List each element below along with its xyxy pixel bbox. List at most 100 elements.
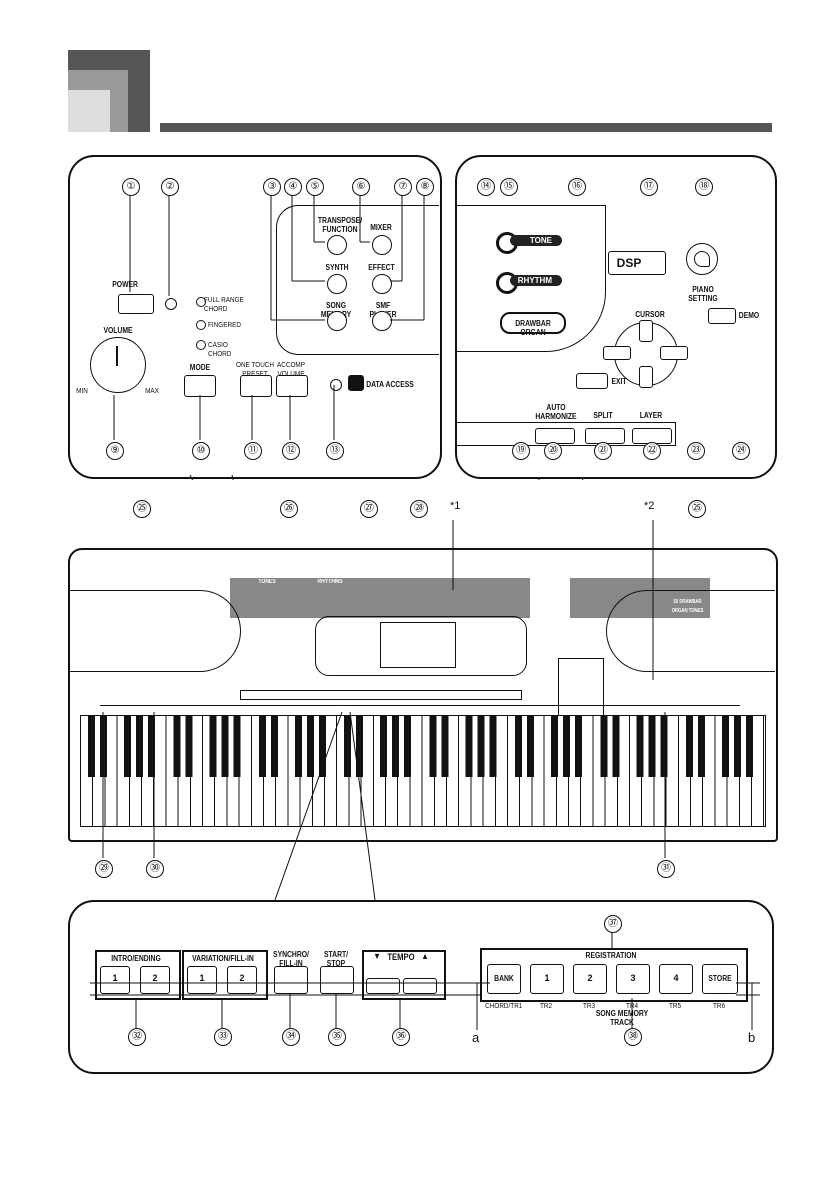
accomp-volume-label: ACCOMP VOLUME [277,360,305,378]
power-button[interactable] [118,294,154,314]
keyboard-body: TONES RHYTHMS 50 DRAWBAR ORGAN TONES [68,548,778,842]
registration-2-button[interactable]: 2 [573,964,607,994]
cursor-down-button[interactable] [639,366,653,388]
cursor-up-button[interactable] [639,320,653,342]
registration-1-label: 1 [544,973,550,983]
power-label: POWER [112,280,138,289]
accomp-volume-button[interactable] [276,375,308,397]
bottom-callout-lines [90,932,760,1030]
tempo-up-button[interactable] [403,978,437,994]
note-star-2: *2 [644,500,655,512]
registration-strip [457,422,676,446]
header-rule [160,123,772,132]
tempo-group [362,950,446,1000]
callout-30: ㉚ [146,860,164,878]
callout-33: ㉝ [214,1028,232,1046]
song-memory-button[interactable] [327,311,347,331]
tone-list-strip [230,578,530,618]
dsp-label: DSP [616,256,642,270]
cursor-left-button[interactable] [603,346,631,360]
variation-fillin-2-button[interactable]: 2 [227,966,257,994]
callout-18: ⑱ [695,178,713,196]
registration-4-label: 4 [673,973,679,983]
track-label-5: TR5 [668,1001,682,1010]
store-button[interactable]: STORE [702,964,738,994]
callout-24: ㉔ [732,442,750,460]
callout-22: ㉒ [643,442,661,460]
full-range-chord-label: FULL RANGE CHORD [204,295,244,313]
callout-12: ⑫ [282,442,300,460]
variation-fillin-1-button[interactable]: 1 [187,966,217,994]
effect-button[interactable] [372,274,392,294]
variation-fillin-2-label: 2 [239,973,245,983]
callout-1: ① [122,178,140,196]
callout-16: ⑯ [568,178,586,196]
drawbar-organ-button[interactable]: DRAWBAR ORGAN [500,312,566,337]
synchro-fillin-next-button[interactable] [274,966,308,994]
callout-21: ㉑ [594,442,612,460]
one-touch-preset-button[interactable] [240,375,272,397]
mixer-button[interactable] [372,235,392,255]
callout-11: ⑪ [244,442,262,460]
card-icon [348,375,364,391]
casio-chord-label: CASIO CHORD [208,340,232,358]
callout-35: ㉟ [328,1028,346,1046]
casio-chord-indicator [196,340,206,350]
callout-25-right: ㉕ [688,500,706,518]
data-access-label: DATA ACCESS [366,380,414,389]
tempo-down-button[interactable] [366,978,400,994]
registration-2-label: 2 [587,973,593,983]
transpose-function-button[interactable] [327,235,347,255]
registration-4-button[interactable]: 4 [659,964,693,994]
fingered-label: FINGERED [208,320,241,329]
callout-7: ⑦ [394,178,412,196]
exit-button[interactable] [576,373,608,389]
variation-fillin-group [182,950,268,1000]
callout-9: ⑨ [106,442,124,460]
callout-13: ⑬ [326,442,344,460]
cursor-right-button[interactable] [660,346,688,360]
exit-label: EXIT [611,377,627,386]
callout-5: ⑤ [306,178,324,196]
left-panel-detail: POWER FULL RANGE CHORD FINGERED CASIO CH… [68,155,442,479]
registration-1-button[interactable]: 1 [530,964,564,994]
intro-ending-1-button[interactable]: 1 [100,966,130,994]
bank-label: BANK [494,974,514,983]
center-control-panel [315,616,527,676]
piano-setting-label: PIANO SETTING [688,285,718,303]
synth-button[interactable] [327,274,347,294]
callout-20: ⑳ [544,442,562,460]
volume-knob[interactable] [90,337,146,393]
tone-label: TONE [529,236,552,245]
track-label-1: CHORD/TR1 [485,1001,523,1010]
start-stop-button[interactable] [320,966,354,994]
callout-4: ④ [284,178,302,196]
tempo-down-glyph: ▼ [373,951,381,961]
intro-ending-2-button[interactable]: 2 [140,966,170,994]
registration-3-button[interactable]: 3 [616,964,650,994]
track-label-3: TR3 [582,1001,596,1010]
intro-ending-group [95,950,181,1000]
store-label: STORE [708,974,732,983]
cursor-label: CURSOR [635,310,665,319]
callout-10: ⑩ [192,442,210,460]
synth-label: SYNTH [325,263,349,272]
right-speaker [606,590,775,672]
callout-38: ㊳ [624,1028,642,1046]
note-star-1: *1 [450,500,461,512]
mode-label: MODE [189,363,211,372]
drawbar-list-label: 50 DRAWBAR ORGAN TONES [671,599,704,614]
callout-17: ⑰ [640,178,658,196]
variation-fillin-1-label: 1 [199,973,205,983]
dsp-button[interactable]: DSP [608,251,666,275]
tempo-label: TEMPO [387,952,415,962]
callout-27: ㉗ [360,500,378,518]
piano-setting-button[interactable] [686,243,718,275]
rhythm-list-label: RHYTHMS [317,579,343,585]
bank-button[interactable]: BANK [487,964,521,994]
callout-29: ㉙ [95,860,113,878]
smf-player-button[interactable] [372,311,392,331]
demo-button[interactable] [708,308,736,324]
volume-min-label: MIN [76,386,88,395]
tone-rhythm-area [457,205,606,352]
